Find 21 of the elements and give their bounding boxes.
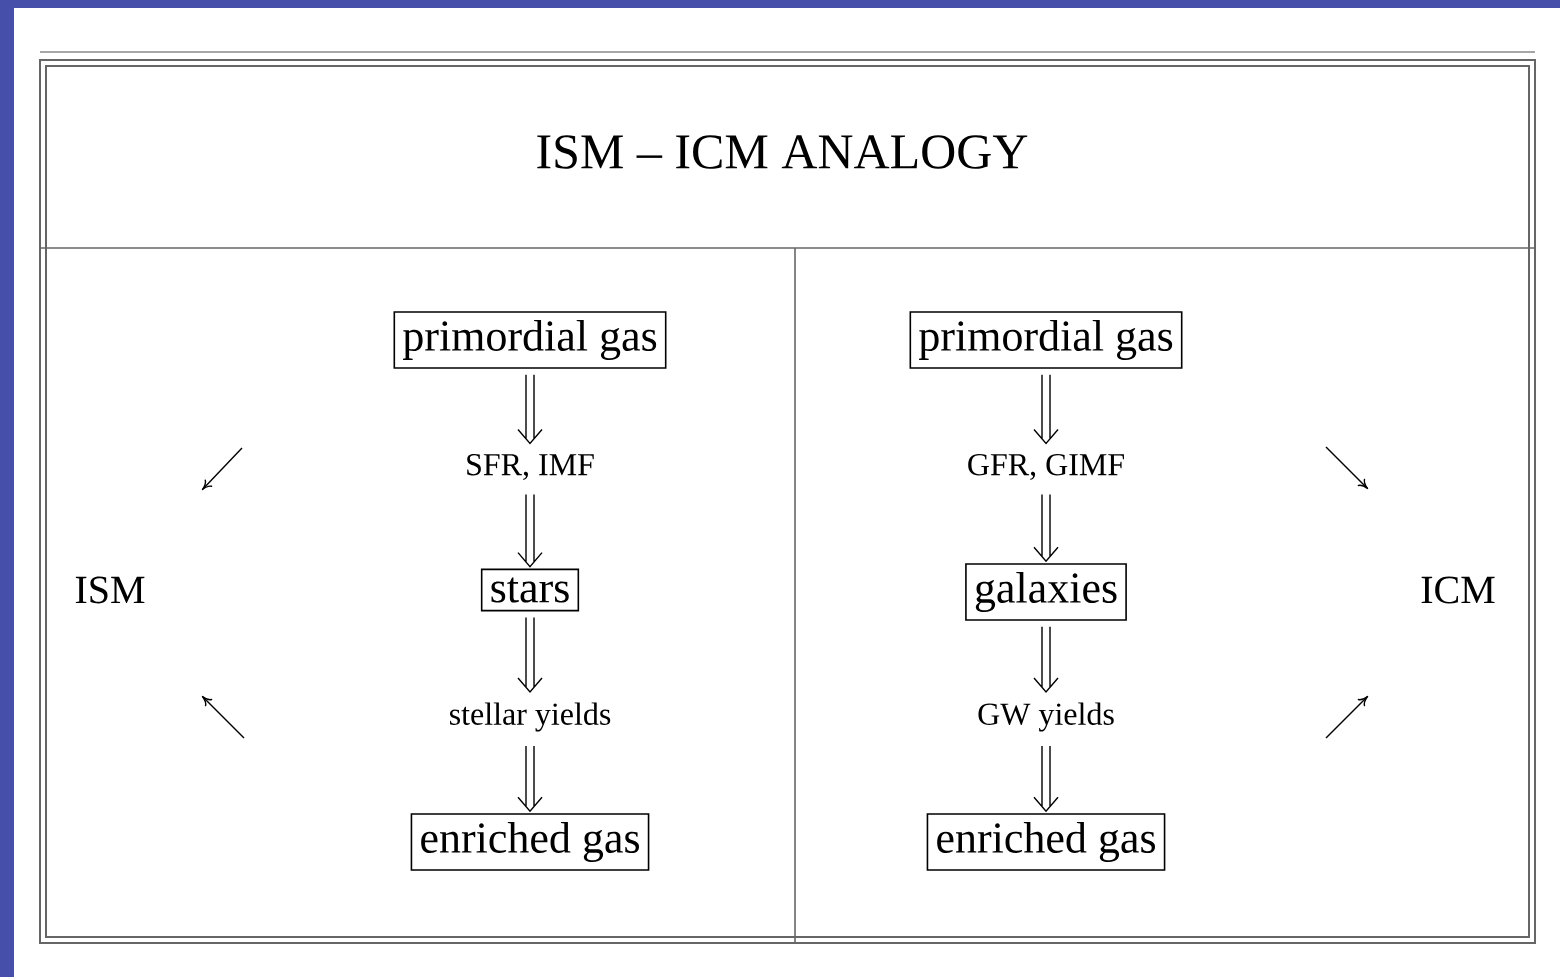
side-label: ISM: [75, 576, 145, 604]
process-box: primordial gas: [909, 311, 1183, 369]
step-label: GW yields: [978, 702, 1114, 732]
process-box: enriched gas: [926, 813, 1166, 871]
title: ISM – ICM ANALOGY: [537, 135, 1028, 169]
double-arrow: [1033, 626, 1059, 694]
side-label: ICM: [1421, 576, 1495, 604]
step-label: SFR, IMF: [467, 453, 594, 481]
process-box: galaxies: [965, 563, 1127, 621]
process-box: stars: [480, 568, 580, 612]
process-box: enriched gas: [410, 813, 650, 871]
double-arrow: [1033, 493, 1059, 563]
double-arrow: [1033, 745, 1059, 813]
double-arrow: [517, 745, 543, 813]
process-box: primordial gas: [393, 311, 667, 369]
double-arrow: [517, 374, 543, 445]
double-arrow: [517, 616, 543, 694]
step-label: GFR, GIMF: [968, 453, 1124, 481]
step-label: stellar yields: [450, 702, 611, 732]
double-arrow: [1033, 374, 1059, 445]
double-arrow: [517, 493, 543, 568]
